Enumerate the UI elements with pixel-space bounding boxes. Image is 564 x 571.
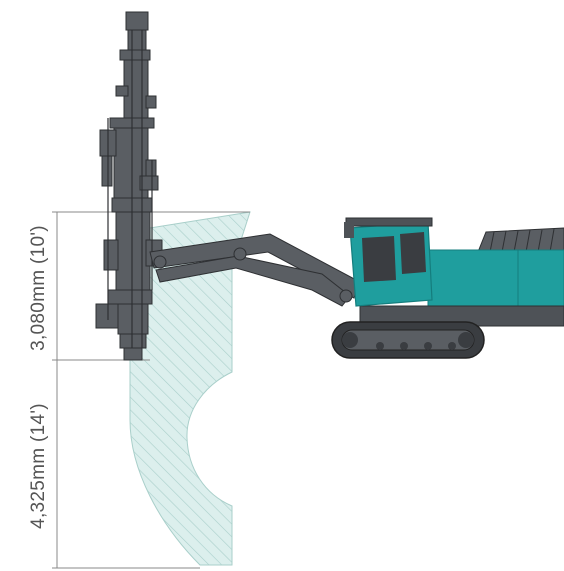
track [331, 321, 485, 359]
dimension-lower-label: 4,325mm (14') [28, 403, 49, 529]
boom [149, 233, 361, 307]
dimension-upper-label: 3,080mm (10') [28, 225, 49, 351]
cab [344, 217, 433, 307]
drill-rig-icon [95, 11, 564, 361]
engine-housing [359, 227, 564, 327]
